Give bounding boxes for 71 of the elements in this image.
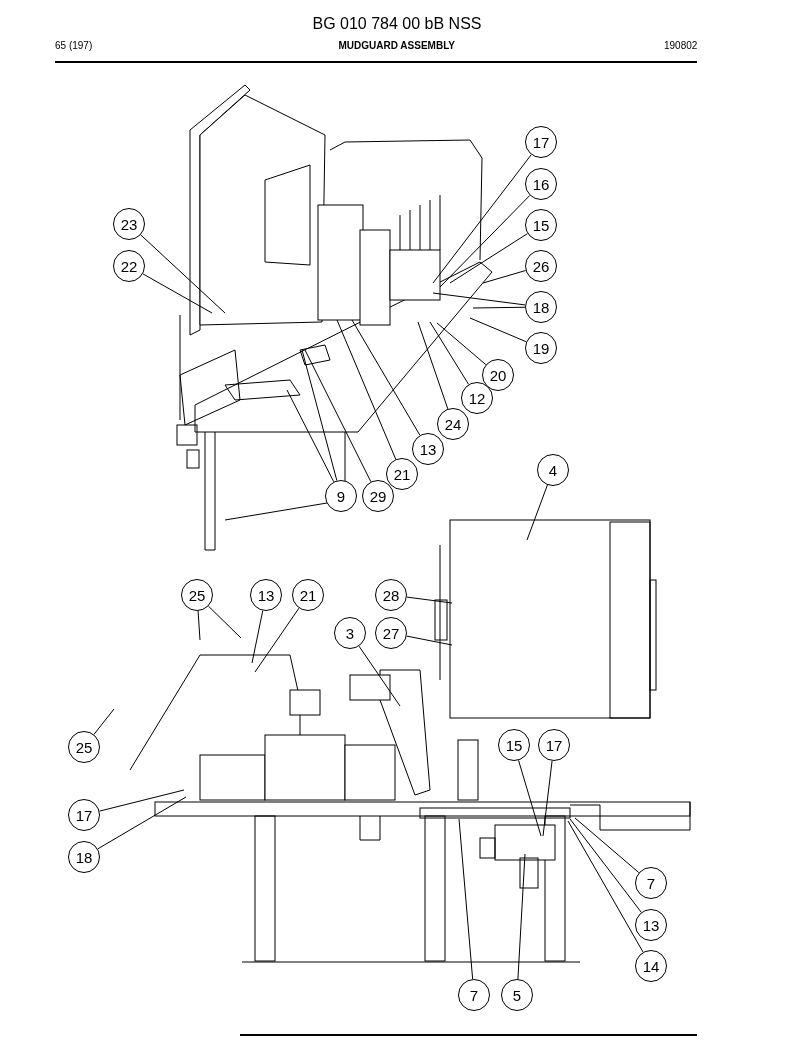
leader-line <box>351 319 421 436</box>
leader-line <box>140 234 226 314</box>
leader-line <box>142 273 213 314</box>
callout-number: 13 <box>635 909 667 941</box>
callout-number: 12 <box>461 382 493 414</box>
leader-line <box>432 292 526 306</box>
leader-line <box>436 322 487 366</box>
callout-number: 14 <box>635 950 667 982</box>
leader-line <box>518 759 542 837</box>
callout-number: 28 <box>375 579 407 611</box>
callout-number: 15 <box>498 729 530 761</box>
callout-number: 17 <box>538 729 570 761</box>
callout-number: 29 <box>362 480 394 512</box>
leader-line <box>482 270 527 284</box>
callout-number: 20 <box>482 359 514 391</box>
callout-number: 24 <box>437 408 469 440</box>
callout-number: 13 <box>250 579 282 611</box>
leader-line <box>458 818 474 980</box>
leader-line <box>358 645 401 707</box>
callout-number: 18 <box>68 841 100 873</box>
callout-number: 17 <box>525 126 557 158</box>
leader-line <box>574 817 640 874</box>
document-number: BG 010 784 00 bB NSS <box>312 15 482 33</box>
leader-line <box>336 319 397 460</box>
leader-line <box>197 610 201 641</box>
revision-date: 190802 <box>664 40 698 51</box>
leader-line <box>567 820 644 953</box>
leader-line <box>97 796 187 850</box>
leader-line <box>304 349 372 483</box>
callout-number: 5 <box>501 979 533 1011</box>
leader-line <box>286 389 335 483</box>
assembly-title: MUDGUARD ASSEMBLY <box>338 40 455 51</box>
leader-line <box>542 760 553 837</box>
leader-line <box>417 321 449 410</box>
leader-line <box>439 194 531 288</box>
leader-line <box>469 317 527 343</box>
callout-number: 7 <box>458 979 490 1011</box>
callout-number: 25 <box>68 731 100 763</box>
callout-number: 16 <box>525 168 557 200</box>
leader-line <box>93 708 115 735</box>
callout-number: 3 <box>334 617 366 649</box>
leader-line <box>432 154 532 284</box>
callout-number: 19 <box>525 332 557 364</box>
leader-line <box>254 607 300 673</box>
leader-line <box>301 349 338 482</box>
callout-number: 7 <box>635 867 667 899</box>
callout-number: 21 <box>292 579 324 611</box>
callout-number: 26 <box>525 250 557 282</box>
callout-number: 22 <box>113 250 145 282</box>
callout-number: 21 <box>386 458 418 490</box>
callout-number: 27 <box>375 617 407 649</box>
leader-line <box>406 596 453 604</box>
callout-number: 18 <box>525 291 557 323</box>
page-number: 65 (197) <box>55 40 93 51</box>
callout-number: 15 <box>525 209 557 241</box>
leader-line <box>517 853 526 980</box>
callout-number: 13 <box>412 433 444 465</box>
leader-line <box>429 321 470 385</box>
leader-line <box>207 605 242 639</box>
leader-line <box>449 233 528 284</box>
callout-number: 17 <box>68 799 100 831</box>
leader-line <box>569 818 642 913</box>
leader-line <box>251 610 264 664</box>
callout-number: 9 <box>325 480 357 512</box>
leader-line <box>472 306 526 309</box>
leader-line <box>526 484 548 541</box>
callout-number: 4 <box>537 454 569 486</box>
leader-line <box>99 789 185 812</box>
callout-number: 23 <box>113 208 145 240</box>
callout-number: 25 <box>181 579 213 611</box>
leader-line <box>406 635 453 646</box>
